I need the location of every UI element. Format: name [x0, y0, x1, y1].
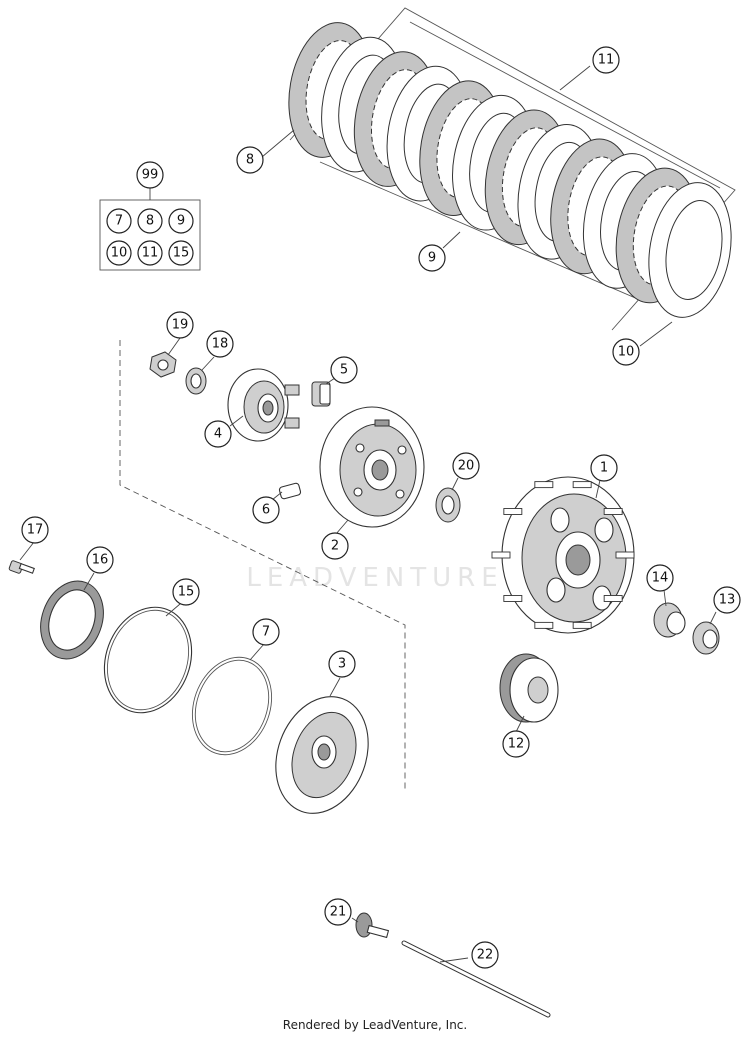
- callout-5: 5: [330, 356, 358, 384]
- part-7-o-ring: [191, 656, 273, 756]
- basket-finger: [534, 621, 554, 629]
- svg-text:13: 13: [719, 593, 736, 608]
- svg-text:15: 15: [173, 246, 190, 261]
- svg-text:11: 11: [142, 246, 159, 261]
- callout-1: 1: [590, 454, 618, 482]
- svg-text:7: 7: [262, 625, 270, 640]
- svg-text:9: 9: [428, 251, 436, 266]
- callout-3: 3: [328, 650, 356, 678]
- callout-4: 4: [204, 420, 232, 448]
- callout-14: 14: [646, 564, 674, 592]
- svg-text:2: 2: [331, 539, 339, 554]
- basket-finger: [491, 551, 511, 559]
- svg-text:4: 4: [214, 427, 222, 442]
- svg-text:1: 1: [600, 461, 608, 476]
- footer-credit: Rendered by LeadVenture, Inc.: [282, 1018, 468, 1032]
- svg-text:12: 12: [508, 737, 525, 752]
- clutch-plate-stack: [288, 7, 736, 331]
- svg-text:9: 9: [177, 214, 185, 229]
- clutch-plate: [648, 182, 732, 318]
- svg-text:19: 19: [172, 318, 189, 333]
- part-20-washer: [435, 487, 461, 523]
- callout-18: 18: [206, 330, 234, 358]
- callout-19: 19: [166, 311, 194, 339]
- svg-text:6: 6: [262, 503, 270, 518]
- watermark-text: LEADVENTURE: [246, 563, 503, 593]
- svg-text:20: 20: [458, 459, 475, 474]
- part-12-gear: [499, 653, 559, 723]
- svg-text:3: 3: [338, 657, 346, 672]
- callout-6: 6: [252, 496, 280, 524]
- callout-12: 12: [502, 730, 530, 758]
- kit-item-8: 8: [137, 208, 163, 234]
- callout-20: 20: [452, 452, 480, 480]
- svg-text:8: 8: [146, 214, 154, 229]
- svg-text:18: 18: [212, 337, 229, 352]
- svg-text:17: 17: [27, 523, 44, 538]
- callout-7: 7: [252, 618, 280, 646]
- basket-finger: [503, 595, 523, 602]
- kit-item-15: 15: [168, 240, 194, 266]
- part-14-bushing: [653, 602, 686, 638]
- leader-lines: [19, 65, 717, 963]
- part-21-gear-shaft: [355, 912, 390, 939]
- basket-finger: [603, 508, 623, 515]
- part-3-pressure-plate: [275, 696, 369, 814]
- kit-item-7: 7: [106, 208, 132, 234]
- part-1-clutch-basket: [491, 476, 635, 634]
- svg-text:15: 15: [178, 585, 195, 600]
- callout-15: 15: [172, 578, 200, 606]
- part-22-push-rod: [401, 940, 551, 1018]
- part-6-pin: [278, 482, 302, 500]
- svg-text:10: 10: [111, 246, 128, 261]
- svg-text:11: 11: [598, 53, 615, 68]
- basket-finger: [503, 508, 523, 515]
- callout-2: 2: [321, 532, 349, 560]
- basket-finger: [572, 621, 592, 629]
- part-17-bolt: [8, 560, 35, 574]
- basket-finger: [603, 595, 623, 602]
- callout-21: 21: [324, 898, 352, 926]
- callout-8: 8: [236, 146, 264, 174]
- svg-text:10: 10: [618, 345, 635, 360]
- svg-text:8: 8: [246, 153, 254, 168]
- svg-text:99: 99: [142, 168, 159, 183]
- svg-text:22: 22: [477, 948, 494, 963]
- part-18-washer: [185, 367, 207, 395]
- basket-finger: [534, 481, 554, 489]
- basket-finger: [615, 551, 635, 559]
- assembly-outline: [119, 340, 406, 790]
- part-16-ring: [40, 580, 104, 660]
- svg-text:14: 14: [652, 571, 669, 586]
- kit-item-9: 9: [168, 208, 194, 234]
- callout-17: 17: [21, 516, 49, 544]
- svg-text:16: 16: [92, 553, 109, 568]
- callout-9: 9: [418, 244, 446, 272]
- part-19-nut: [149, 351, 177, 378]
- callout-11: 11: [592, 46, 620, 74]
- kit-item-11: 11: [137, 240, 163, 266]
- basket-finger: [572, 481, 592, 489]
- callout-13: 13: [713, 586, 741, 614]
- part-5-block: [311, 381, 331, 407]
- kit-item-10: 10: [106, 240, 132, 266]
- callout-22: 22: [471, 941, 499, 969]
- part-13-sleeve: [692, 621, 720, 655]
- part-2-inner-hub: [319, 406, 425, 528]
- part-15-gasket: [103, 606, 193, 714]
- svg-text:7: 7: [115, 214, 123, 229]
- svg-text:5: 5: [340, 363, 348, 378]
- callout-10: 10: [612, 338, 640, 366]
- callout-99: 99: [136, 161, 164, 189]
- part-4-hub-cap: [227, 368, 300, 442]
- callout-16: 16: [86, 546, 114, 574]
- svg-text:21: 21: [330, 905, 347, 920]
